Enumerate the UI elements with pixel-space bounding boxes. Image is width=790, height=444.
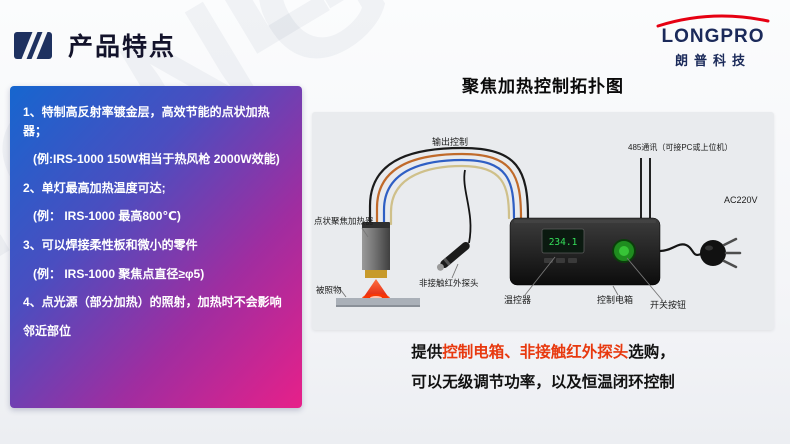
wire-blue <box>382 158 516 226</box>
footer-highlight: 控制电箱、非接触红外探头 <box>442 344 629 361</box>
temp-display-value: 234.1 <box>549 237 578 248</box>
footer-note: 提供控制电箱、非接触红外探头选购， 可以无级调节功率，以及恒温闭环控制 <box>312 338 774 398</box>
logo-swoosh-icon <box>656 14 770 28</box>
panel-key <box>568 258 577 263</box>
panel-key <box>556 258 565 263</box>
power-cord <box>659 243 702 256</box>
footer-line-2: 可以无级调节功率，以及恒温闭环控制 <box>411 374 675 391</box>
heat-beam <box>363 279 389 298</box>
label-ac220v: AC220V <box>724 195 758 205</box>
label-ir-probe: 非接触红外探头 <box>419 278 479 288</box>
feature-example-line: (例:IRS-1000 150W相当于热风枪 2000W效能) <box>33 152 280 167</box>
feature-line: 4、点光源（部分加热）的照射，加热时不会影响 <box>23 295 282 310</box>
comm-485-lines <box>640 158 651 218</box>
feature-line: 3、可以焊接柔性板和微小的零件 <box>23 237 198 252</box>
temp-display <box>541 228 585 254</box>
logo: LONGPRO 朗普科技 <box>652 12 774 69</box>
feature-line: 1、特制高反射率镀金层，高效节能的点状加热器； <box>23 105 270 138</box>
target-object-graphic <box>336 298 420 307</box>
features-panel: 1、特制高反射率镀金层，高效节能的点状加热器； (例:IRS-1000 150W… <box>10 86 302 408</box>
feature-example-line: (例： IRS-1000 最高800℃) <box>33 209 181 224</box>
topology-diagram-svg: 234.1 <box>314 136 758 310</box>
panel-key <box>544 258 553 263</box>
wire-tan <box>389 164 511 226</box>
power-plug-icon <box>700 237 742 269</box>
label-485-comm: 485通讯（可接PC或上位机） <box>628 142 732 152</box>
control-box-graphic: 234.1 <box>509 217 661 286</box>
logo-wordmark: LONGPRO <box>661 26 765 47</box>
label-target-object: 被照物 <box>316 285 342 295</box>
feature-continuation-line: 邻近部位 <box>23 323 72 338</box>
feature-line: 2、单灯最高加热温度可达; <box>23 180 166 195</box>
wire-orange <box>375 152 523 226</box>
leader-lines <box>339 227 664 302</box>
ir-probe-graphic <box>436 242 470 271</box>
wire-black <box>368 146 530 226</box>
page-title: 产品特点 <box>68 33 177 61</box>
probe-cable <box>463 169 472 244</box>
heater-gold-tip <box>365 270 387 278</box>
diagram-title: 聚焦加热控制拓扑图 <box>462 77 624 96</box>
feature-example-line: (例： IRS-1000 聚焦点直径≥φ5) <box>33 266 205 281</box>
topology-diagram: 234.1 <box>312 112 774 330</box>
probe-tip <box>436 263 444 271</box>
header-accent-icon <box>14 31 52 59</box>
footer-line-1: 提供控制电箱、非接触红外探头选购， <box>312 338 774 368</box>
label-temp-controller: 温控器 <box>504 294 531 305</box>
header: 产品特点 <box>14 27 176 63</box>
footer-prefix: 提供 <box>411 344 443 361</box>
wire-bundle <box>368 146 530 226</box>
label-output-control: 输出控制 <box>432 136 468 147</box>
label-control-box: 控制电箱 <box>597 294 633 305</box>
footer-suffix: 选购， <box>628 344 675 361</box>
label-switch-button: 开关按钮 <box>650 299 686 310</box>
label-spot-heater: 点状聚焦加热器 <box>314 216 374 226</box>
logo-company-name: 朗普科技 <box>674 53 751 68</box>
